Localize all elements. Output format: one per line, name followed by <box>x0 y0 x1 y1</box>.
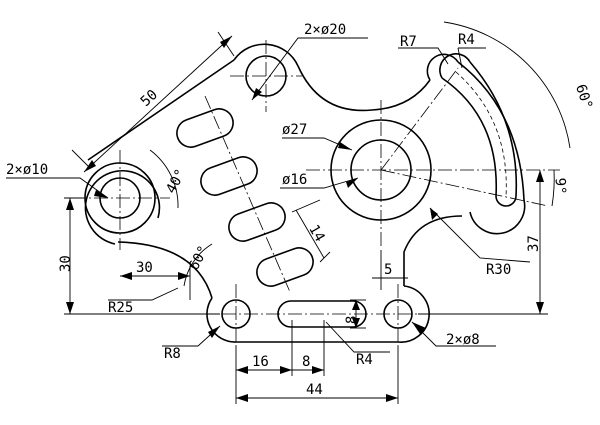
slots <box>176 108 367 328</box>
arrowheads <box>66 36 544 402</box>
label-dia-27: ø27 <box>282 122 307 138</box>
label-holes-8: 2×ø8 <box>446 332 480 348</box>
label-r8: R8 <box>164 346 181 362</box>
label-slot-8-vertical: 8 <box>344 316 360 324</box>
label-angle-40: 40° <box>163 167 189 197</box>
label-slot-14: 14 <box>305 222 327 245</box>
label-length-50: 50 <box>138 87 161 110</box>
label-44: 44 <box>306 382 323 398</box>
label-8: 8 <box>302 354 310 370</box>
label-r4-top: R4 <box>458 32 475 48</box>
label-holes-20: 2×ø20 <box>304 22 346 38</box>
label-r30: R30 <box>486 262 511 278</box>
holes <box>84 55 432 329</box>
label-dia-16: ø16 <box>282 172 307 188</box>
slot-4 <box>256 247 314 287</box>
label-5: 5 <box>384 262 392 278</box>
label-30-vertical: 30 <box>58 255 74 272</box>
dimension-lines <box>6 21 571 404</box>
label-holes-10: 2×ø10 <box>6 162 48 178</box>
slot-3 <box>228 202 286 242</box>
label-angle-60-left: 60° <box>186 243 212 273</box>
label-angle-9: 9° <box>552 177 569 194</box>
label-30-horizontal: 30 <box>136 260 153 276</box>
label-16: 16 <box>252 354 269 370</box>
curved-slot <box>439 53 518 207</box>
slot-2 <box>200 156 258 196</box>
label-r7: R7 <box>400 34 417 50</box>
label-angle-60-right: 60° <box>572 82 595 111</box>
slot-1 <box>176 108 234 148</box>
center-lines <box>72 40 560 346</box>
label-37: 37 <box>526 235 542 252</box>
label-r25: R25 <box>108 300 133 316</box>
label-r4-bottom: R4 <box>356 352 373 368</box>
